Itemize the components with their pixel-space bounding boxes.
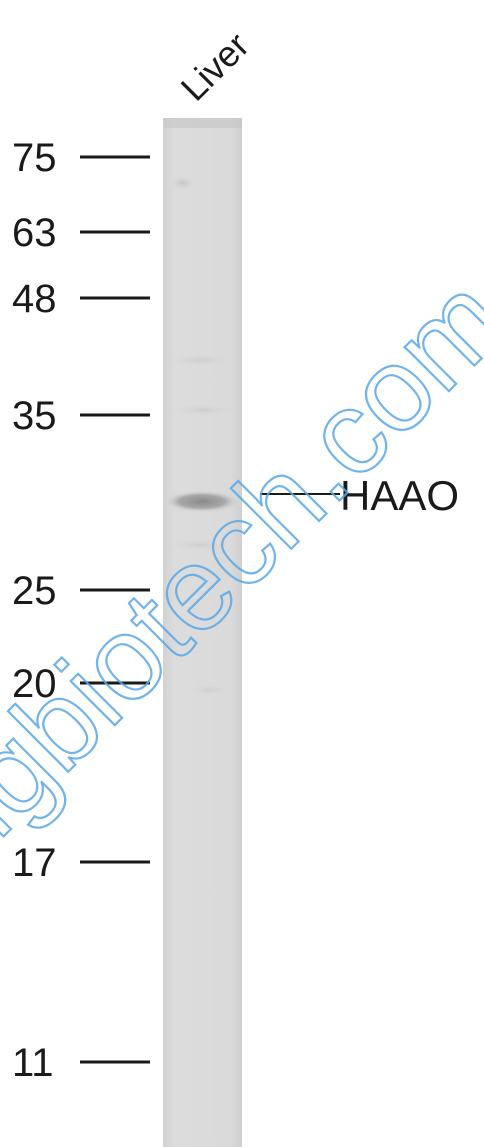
target-label: HAAO xyxy=(340,472,459,519)
marker-label: 17 xyxy=(12,841,57,885)
marker-label: 20 xyxy=(12,662,57,706)
marker-ladder: 75 63 48 35 25 20 17 11 xyxy=(12,136,150,1085)
faint-band xyxy=(166,539,234,551)
marker-label: 75 xyxy=(12,136,57,180)
faint-band xyxy=(171,176,195,190)
faint-band xyxy=(188,684,232,696)
lane-top-edge xyxy=(163,118,242,128)
marker-label: 25 xyxy=(12,569,57,613)
haao-band xyxy=(164,490,240,513)
marker-label: 63 xyxy=(12,211,57,255)
lane-label: Liver xyxy=(173,24,257,108)
lane xyxy=(163,118,242,1147)
marker-label: 11 xyxy=(12,1041,54,1085)
faint-band xyxy=(166,354,234,366)
marker-label: 35 xyxy=(12,394,57,438)
marker-label: 48 xyxy=(12,277,57,321)
faint-band xyxy=(169,404,237,416)
